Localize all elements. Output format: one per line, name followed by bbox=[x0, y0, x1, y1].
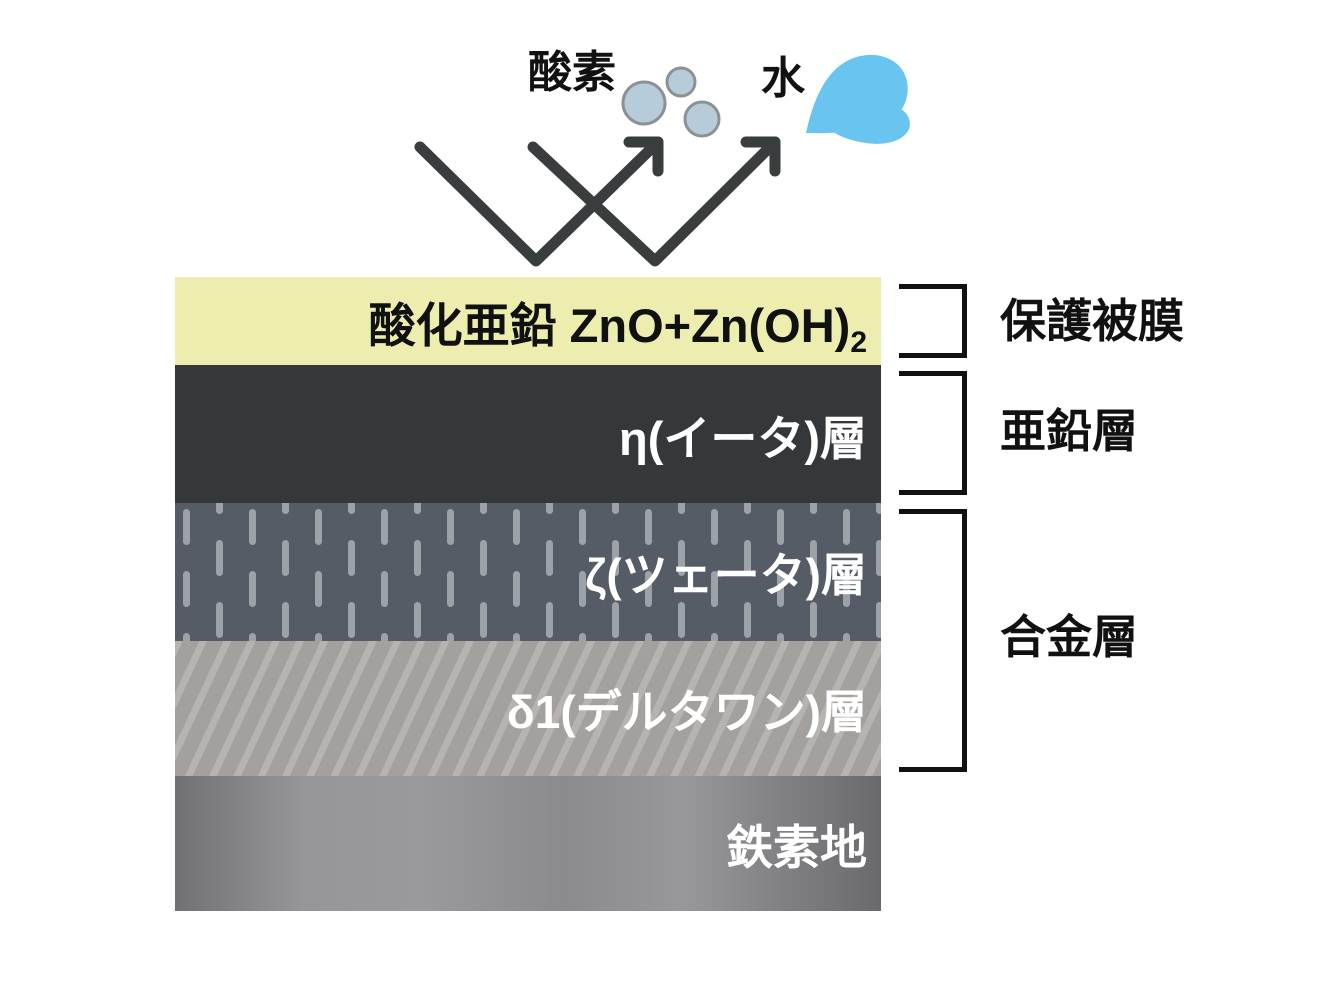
bracket-protective-film bbox=[899, 284, 967, 358]
water-drop-icon bbox=[832, 103, 910, 144]
bounce-arrow-left-shaft bbox=[414, 136, 664, 267]
bounce-arrow-right-head-icon bbox=[740, 136, 781, 177]
bounce-arrow-left-head-icon bbox=[623, 136, 664, 177]
annotation-protective-film: 保護被膜 bbox=[1000, 295, 1184, 347]
annotation-zinc-layer: 亜鉛層 bbox=[1000, 405, 1138, 457]
layer-zeta-label: ζ(ツェータ)層 bbox=[585, 549, 867, 601]
layer-stack: 酸化亜鉛 ZnO+Zn(OH)2 η(イータ)層 ζ(ツェータ)層 δ1(デルタ… bbox=[175, 277, 881, 911]
bracket-alloy-layer bbox=[899, 509, 967, 772]
layer-zinc-oxide: 酸化亜鉛 ZnO+Zn(OH)2 bbox=[175, 277, 881, 365]
water-drop-icon bbox=[806, 54, 908, 134]
layer-zeta: ζ(ツェータ)層 bbox=[175, 503, 881, 641]
layer-eta-label: η(イータ)層 bbox=[618, 411, 867, 465]
oxygen-molecule-icon bbox=[621, 80, 667, 126]
water-label: 水 bbox=[761, 54, 805, 103]
layer-iron-label: 鉄素地 bbox=[726, 821, 867, 874]
layer-delta1: δ1(デルタワン)層 bbox=[175, 641, 881, 776]
bracket-zinc-layer bbox=[899, 371, 967, 495]
layer-iron-substrate: 鉄素地 bbox=[175, 776, 881, 911]
layer-zinc-oxide-label: 酸化亜鉛 ZnO+Zn(OH)2 bbox=[368, 287, 867, 359]
annotation-alloy-layer: 合金層 bbox=[1000, 611, 1138, 663]
formula-text: 酸化亜鉛 ZnO+Zn(OH) bbox=[368, 298, 851, 352]
layer-delta1-label: δ1(デルタワン)層 bbox=[506, 685, 867, 738]
bounce-arrow-right-shaft bbox=[527, 136, 781, 267]
formula-subscript: 2 bbox=[850, 325, 867, 359]
oxygen-molecule-icon bbox=[665, 66, 697, 98]
zeta-dash-pattern bbox=[175, 503, 881, 641]
oxygen-molecule-icon bbox=[683, 100, 721, 138]
layer-eta: η(イータ)層 bbox=[175, 365, 881, 503]
oxygen-label: 酸素 bbox=[528, 48, 616, 97]
